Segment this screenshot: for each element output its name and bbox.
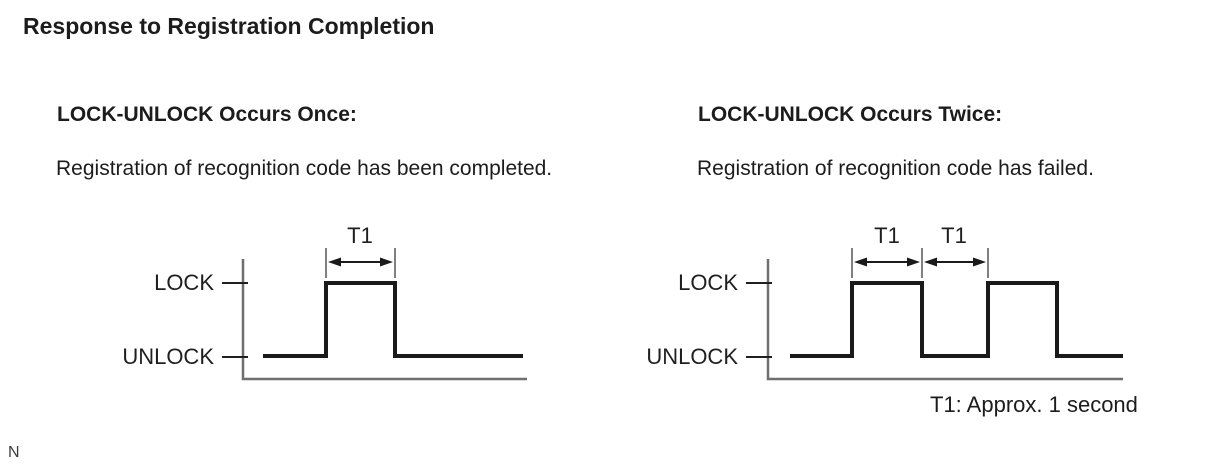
unlock-label: UNLOCK [646,344,738,369]
panel-once-heading: LOCK-UNLOCK Occurs Once: [57,103,357,126]
t1-label-2: T1 [941,223,967,248]
t1-label: T1 [347,223,373,248]
waveform-diagram-twice: LOCK UNLOCK T1 T1 [646,223,1123,381]
t1-label-1: T1 [874,223,900,248]
panel-twice-heading: LOCK-UNLOCK Occurs Twice: [698,103,1003,126]
figure-title: Response to Registration Completion [23,13,435,39]
t1-dimension-arrow-2 [924,257,986,267]
axis-line [766,259,1123,381]
unlock-label: UNLOCK [122,344,214,369]
page-letter: N [8,444,20,461]
signal-waveform [790,281,1123,358]
waveform-diagram-once: LOCK UNLOCK T1 [122,223,527,381]
axis-line [241,259,527,381]
lock-label: LOCK [154,270,214,295]
t1-dimension-arrow-1 [854,257,920,267]
lock-label: LOCK [678,270,738,295]
panel-twice-description: Registration of recognition code has fai… [697,157,1094,180]
panel-once-description: Registration of recognition code has bee… [56,157,553,180]
t1-note: T1: Approx. 1 second [930,392,1138,417]
signal-waveform [263,281,523,358]
t1-dimension-arrow [328,257,393,267]
